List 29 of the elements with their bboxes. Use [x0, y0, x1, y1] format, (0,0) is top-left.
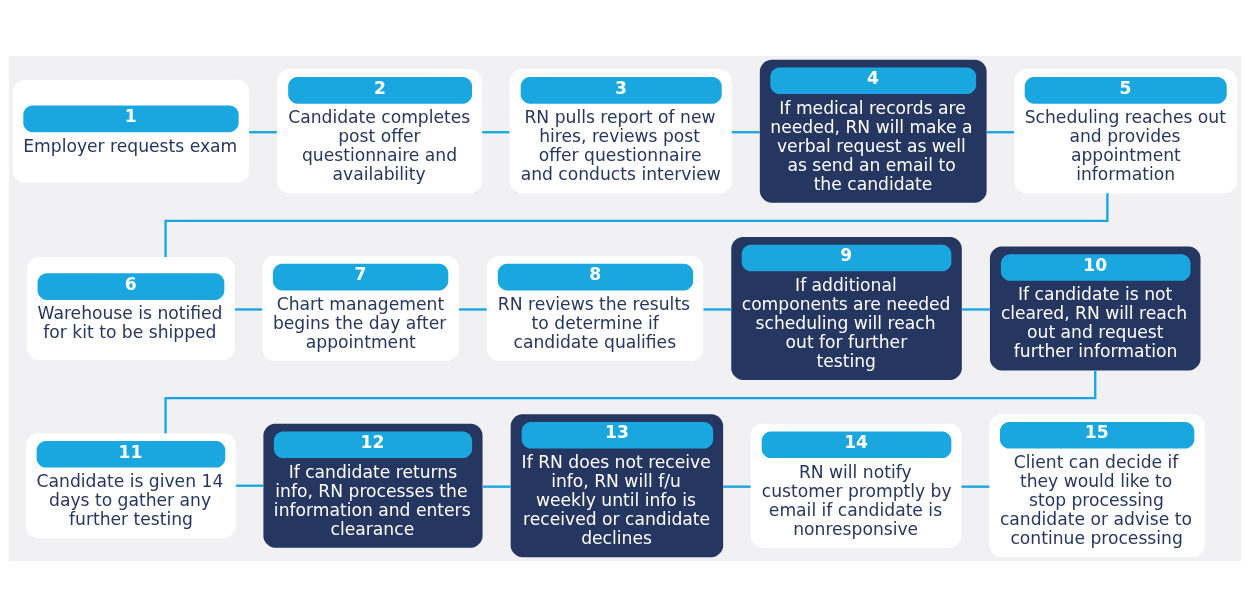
connector — [164, 192, 1109, 257]
connector — [986, 130, 1015, 133]
connector — [962, 307, 990, 311]
connector — [961, 485, 990, 488]
node-box: 14 RN will notify customer promptly by email if candidate is nonresponsive — [750, 423, 962, 548]
node-box: 5 Scheduling reaches out and provides appointment information — [1014, 68, 1238, 193]
connector — [482, 485, 511, 488]
node-box: 11 Candidate is given 14 days to gather any further testing — [26, 432, 236, 538]
connector — [459, 307, 487, 311]
connector — [731, 130, 760, 133]
node-box: 1 Employer requests exam — [12, 79, 250, 183]
connector — [236, 484, 264, 487]
connector — [235, 307, 263, 311]
connector — [482, 130, 510, 133]
connector — [164, 369, 1097, 433]
node-box: 7 Chart management begins the day after appointment — [262, 255, 459, 361]
node-box: 2 Candidate completes post offer questionnaire and availability — [277, 68, 483, 193]
node-box: 10 If candidate is not cleared, RN will reach out and request further information — [989, 246, 1201, 370]
connector — [723, 485, 751, 488]
connector — [703, 307, 732, 311]
node-box: 13 If RN does not receive info, RN will f/u weekly until info is received or candidate declines — [510, 413, 724, 557]
node-box: 4 If medical records are needed, RN will make a verbal request as well as send an email to the candidate — [759, 59, 987, 203]
node-box: 15 Client can decide if they would like to stop processing candidate or advise to continue processing — [989, 413, 1205, 557]
node-box: 3 RN pulls report of new hires, reviews post offer questionnaire and conducts interview — [509, 68, 732, 193]
connector — [249, 130, 277, 133]
node-box: 12 If candidate returns info, RN processes the information and enters clearance — [263, 423, 483, 548]
node-box: 6 Warehouse is notified for kit to be shipped — [27, 256, 235, 360]
node-box: 8 RN reviews the results to determine if candidate qualifies — [486, 255, 704, 361]
node-box: 9 If additional components are needed scheduling will reach out for further testing — [731, 236, 962, 380]
